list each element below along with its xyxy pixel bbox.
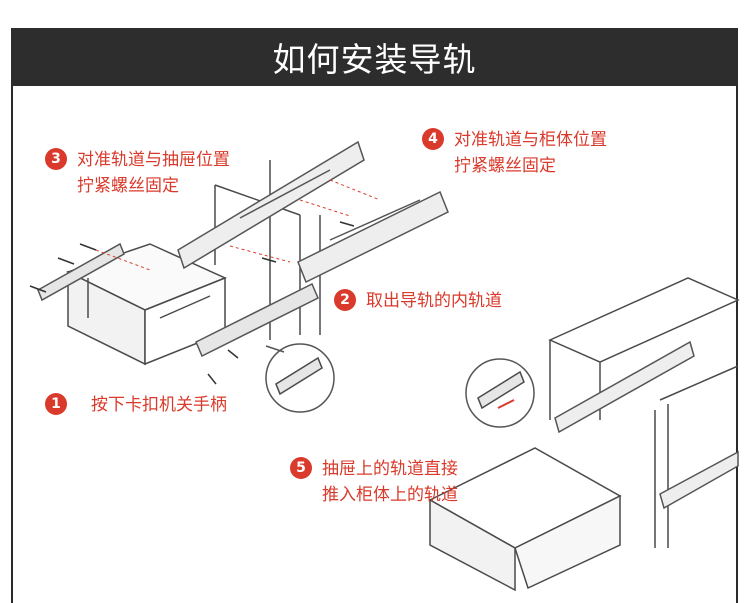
page-title: 如何安装导轨 [272,40,477,79]
step-2-text: 取出导轨的内轨道 [366,291,502,311]
cabinet-icon [548,277,740,548]
drawer-icon [428,447,622,592]
step-1-badge: 1 [45,393,67,415]
step-1-text: 按下卡扣机关手柄 [91,395,227,415]
step-3-text: 对准轨道与抽屉位置 拧紧螺丝固定 [77,150,230,196]
step-5: 5 抽屉上的轨道直接 推入柜体上的轨道 [290,456,458,508]
screw-icon [29,221,355,385]
step-2-badge: 2 [334,289,356,311]
arrow-icon [497,399,515,409]
step-3-badge: 3 [45,148,67,170]
step-1: 1 按下卡扣机关手柄 [45,392,227,418]
step-5-text: 抽屉上的轨道直接 推入柜体上的轨道 [322,459,458,505]
step-4: 4 对准轨道与柜体位置 拧紧螺丝固定 [422,127,607,179]
rail-icon [554,340,739,510]
content-frame [11,28,738,603]
rail-icon [37,140,449,358]
step-3: 3 对准轨道与抽屉位置 拧紧螺丝固定 [45,147,230,199]
step-4-badge: 4 [422,128,444,150]
step-4-text: 对准轨道与柜体位置 拧紧螺丝固定 [454,130,607,176]
title-bar: 如何安装导轨 [11,28,738,86]
step-5-badge: 5 [290,457,312,479]
step-2: 2 取出导轨的内轨道 [334,288,502,314]
